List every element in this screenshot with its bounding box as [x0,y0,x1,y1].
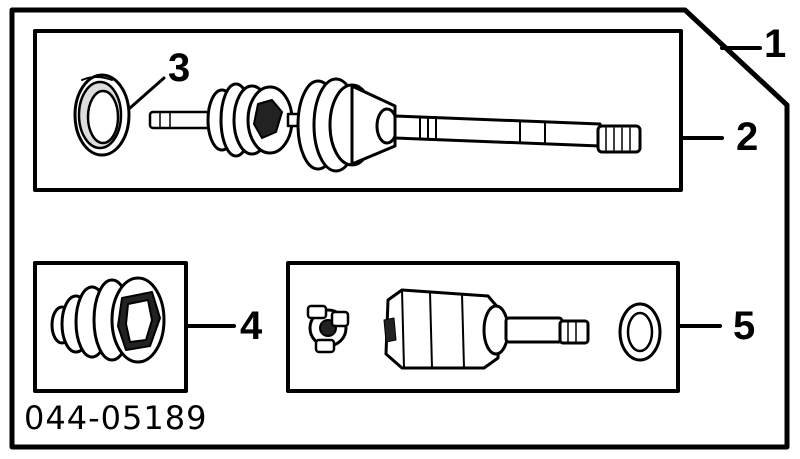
drive-shaft-frame [33,29,683,192]
boot-frame [33,261,188,393]
inner-joint-frame [286,261,680,393]
drive-shaft-drawing [148,77,642,173]
tripod-spider-drawing [306,304,350,354]
callout-2: 2 [736,115,759,159]
snap-ring-drawing [618,302,662,362]
boot-drawing [50,276,166,364]
callout-4: 4 [240,304,263,348]
assembly-frame [9,7,790,450]
clamp-ring-drawing [73,73,131,157]
callout-3: 3 [168,46,191,90]
outer-race-housing-drawing [383,288,590,370]
part-number: 044-05189 [24,399,208,437]
leader-line-3 [128,76,166,110]
callout-5: 5 [733,304,756,348]
callout-1: 1 [764,22,787,66]
